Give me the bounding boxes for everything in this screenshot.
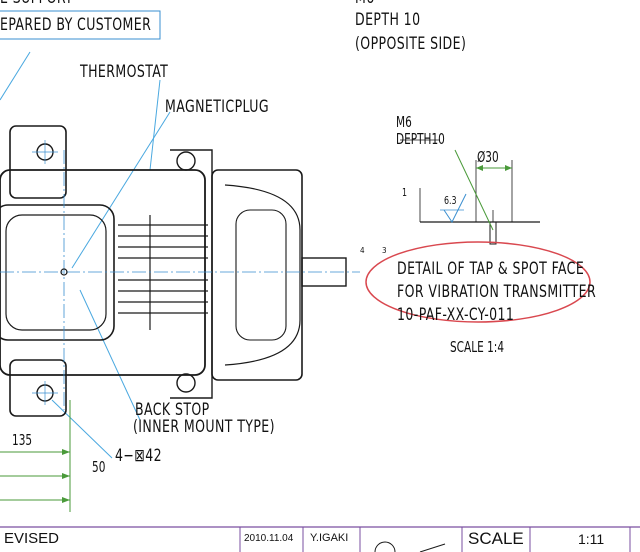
motor-frame [0, 169, 206, 376]
upper-foot [9, 125, 67, 199]
tap-leader [454, 149, 494, 231]
end-bracket [211, 169, 303, 381]
scale-value-cell: 1:11 [578, 531, 605, 547]
detail-line-1: DETAIL OF TAP & SPOT FACE [397, 259, 585, 279]
support-note: E SUPPORT [0, 0, 73, 8]
back-stop-label: BACK STOP [135, 400, 210, 420]
output-shaft [301, 257, 347, 287]
lower-foot [9, 359, 67, 417]
holes-label: 4−⊠42 [115, 446, 163, 466]
cooling-fins [118, 215, 208, 330]
thermostat-label: THERMOSTAT [80, 62, 169, 82]
magnetic-plug [176, 151, 196, 171]
leader-line [71, 111, 171, 269]
projection-symbol [374, 541, 396, 552]
detail-mark-3: 3 [382, 246, 387, 255]
date-cell: 2010.11.04 [244, 533, 294, 544]
detail-depth: DEPTH10 [396, 130, 445, 148]
roughness-symbol [443, 193, 467, 223]
highlight-ellipse [365, 241, 591, 323]
detail-line-3: 10-PAF-XX-CY-011 [397, 305, 515, 325]
leader-line [149, 79, 161, 171]
detail-line-2: FOR VIBRATION TRANSMITTER [397, 282, 597, 302]
magnetic-plug-label: MAGNETICPLUG [165, 97, 269, 117]
motor-frame-inner [0, 204, 115, 341]
lower-lug [176, 373, 196, 393]
detail-mark-4: 4 [360, 246, 365, 255]
scale-label-cell: SCALE [468, 529, 524, 548]
terminal-box [5, 214, 107, 331]
detail-scale: SCALE 1:4 [450, 338, 505, 356]
leader-line [79, 289, 141, 421]
detail-roughness: 6.3 [444, 194, 457, 207]
m6-top-note: M6 [355, 0, 375, 8]
prepared-label-box [0, 10, 161, 40]
detail-m6: M6 [396, 113, 412, 131]
prepared-note: EPARED BY CUSTOMER [0, 15, 152, 35]
detail-diameter: Ø30 [477, 148, 499, 166]
leader-line [51, 399, 113, 459]
initials-cell: Y.IGAKI [310, 532, 349, 544]
opposite-side-note: (OPPOSITE SIDE) [355, 34, 467, 54]
dim-135-label: 135 [12, 431, 33, 449]
detail-depth-dim: 1 [402, 186, 408, 199]
leader-line [0, 51, 31, 101]
dim-50-label: 50 [92, 458, 106, 476]
revised-cell: EVISED [4, 530, 60, 547]
depth-top-note: DEPTH 10 [355, 10, 421, 30]
inner-mount-label: (INNER MOUNT TYPE) [133, 417, 275, 437]
